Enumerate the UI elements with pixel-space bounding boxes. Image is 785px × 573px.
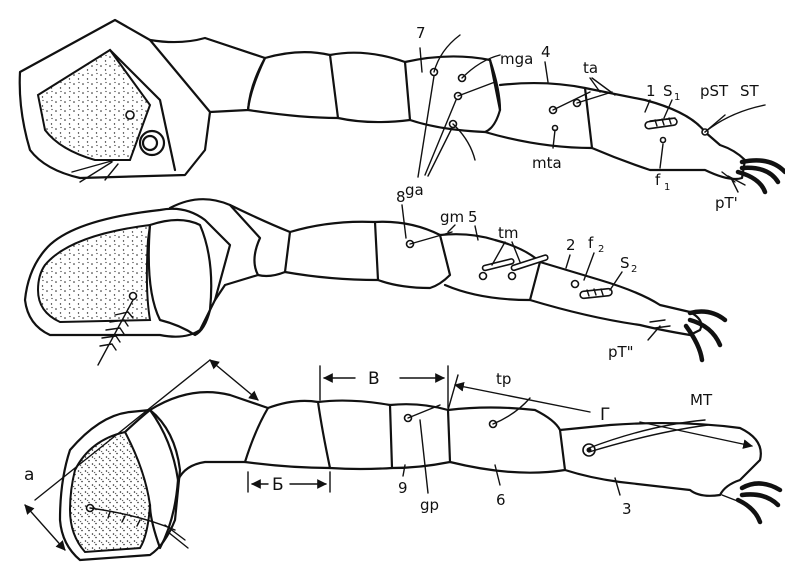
label-leg2-tm: tm bbox=[498, 224, 519, 242]
leg3-claw-3 bbox=[738, 500, 760, 522]
leg3-seg6-leader bbox=[495, 465, 500, 485]
leg1-coxa-boss-inner bbox=[143, 136, 157, 150]
leg3-claw-1 bbox=[742, 483, 780, 490]
leg-2: 8 gm 5 tm 2 f 2 S 2 pT" bbox=[25, 188, 725, 365]
leg1-coxa-seta-socket bbox=[126, 111, 134, 119]
leg1-trochanter bbox=[150, 38, 265, 112]
leg3-gp-seta bbox=[408, 405, 440, 418]
leg3-dim-g-tick-left bbox=[448, 375, 458, 410]
label-leg1-mta: mta bbox=[532, 154, 562, 172]
label-leg3-seg6: 6 bbox=[496, 491, 506, 509]
leg-1: 7 mga 4 ta 1 S 1 pST ST ga mta f 1 pT' bbox=[20, 20, 785, 212]
leg1-seg7-leader bbox=[420, 48, 422, 72]
label-leg1-mga: mga bbox=[500, 50, 533, 68]
leg3-dim-a-arrow-top bbox=[210, 360, 258, 400]
leg2-tm-socket-1 bbox=[480, 273, 487, 280]
leg3-coxa-stippled-area bbox=[70, 432, 150, 552]
label-leg2-f2-sub: 2 bbox=[598, 244, 604, 255]
label-leg1-ta: ta bbox=[583, 59, 598, 77]
label-leg2-s2-sub: 2 bbox=[631, 264, 637, 275]
leg2-coxa-rim bbox=[149, 220, 212, 335]
leg2-tarsus bbox=[530, 262, 701, 335]
label-leg1-ga: ga bbox=[405, 181, 424, 199]
leg3-trochanter bbox=[150, 392, 268, 480]
leg2-tm-socket-2 bbox=[509, 273, 516, 280]
leg2-trochanter bbox=[170, 199, 260, 300]
leg1-ga-seta-1 bbox=[434, 35, 460, 72]
leg3-coxa-bristles bbox=[165, 525, 188, 548]
label-leg2-seg5: 5 bbox=[468, 208, 478, 226]
leg3-tp-seta bbox=[493, 398, 530, 424]
leg2-seg8-leader bbox=[402, 205, 406, 238]
leg1-ta-seta-2 bbox=[577, 92, 612, 103]
label-leg3-tp: tp bbox=[496, 370, 511, 388]
label-leg1-f1-sub: 1 bbox=[664, 182, 670, 193]
leg2-genu bbox=[375, 222, 450, 288]
label-leg3-b: Б bbox=[272, 475, 284, 495]
label-leg1-seg4: 4 bbox=[541, 43, 551, 61]
label-leg3-a: a bbox=[24, 465, 34, 485]
leg1-seg4-leader bbox=[545, 62, 548, 82]
label-leg2-pt-double-prime: pT" bbox=[608, 343, 634, 361]
leg-3: a Б В Г tp MT 9 gp 6 3 bbox=[24, 360, 780, 560]
label-leg1-pst: pST bbox=[700, 82, 729, 100]
label-leg3-g: Г bbox=[600, 405, 610, 425]
label-leg1-st: ST bbox=[740, 82, 760, 100]
leg2-gm-seta bbox=[410, 232, 452, 244]
label-leg1-seg1: 1 bbox=[646, 82, 656, 100]
leg2-tm-seta-1 bbox=[482, 258, 514, 271]
label-leg2-seg8: 8 bbox=[396, 188, 406, 206]
leg3-femur-a bbox=[245, 401, 330, 468]
leg3-gp-leader bbox=[420, 420, 428, 493]
leg3-dim-a-line bbox=[25, 505, 65, 550]
label-leg3-v: В bbox=[368, 369, 380, 389]
label-leg3-mt: MT bbox=[690, 391, 713, 409]
leg2-femur-b bbox=[285, 222, 378, 280]
leg1-tarsus bbox=[585, 88, 745, 179]
label-leg3-gp: gp bbox=[420, 496, 439, 514]
leg1-coxa-stippled-area bbox=[38, 50, 150, 160]
label-leg3-seg3: 3 bbox=[622, 500, 632, 518]
leg3-seg9-leader bbox=[403, 465, 405, 476]
leg1-claw-3 bbox=[738, 172, 765, 192]
leg1-ga-seta-2 bbox=[458, 82, 495, 96]
label-leg1-s1-sub: 1 bbox=[674, 92, 680, 103]
label-leg1-f1: f bbox=[655, 171, 661, 189]
label-leg2-f2: f bbox=[588, 234, 594, 252]
leg2-seg2-leader bbox=[566, 255, 570, 268]
label-leg1-s1: S bbox=[663, 82, 673, 100]
label-leg2-gm: gm bbox=[440, 208, 464, 226]
leg1-femur-b bbox=[330, 53, 410, 122]
leg1-f1-leader bbox=[660, 144, 663, 168]
label-leg1-pt-prime: pT' bbox=[715, 194, 738, 212]
label-leg1-seg7: 7 bbox=[416, 24, 426, 42]
leg1-femur-a bbox=[248, 52, 338, 118]
leg2-gm-leader bbox=[448, 225, 455, 232]
label-leg3-seg9: 9 bbox=[398, 479, 408, 497]
label-leg2-s2: S bbox=[620, 254, 630, 272]
leg1-f1-socket bbox=[661, 138, 666, 143]
leg1-st-seta bbox=[705, 105, 765, 132]
leg2-coxa-seta-socket bbox=[130, 293, 137, 300]
leg2-f2-socket bbox=[572, 281, 579, 288]
leg2-seg5-leader bbox=[475, 226, 478, 240]
label-leg2-seg2: 2 bbox=[566, 236, 576, 254]
